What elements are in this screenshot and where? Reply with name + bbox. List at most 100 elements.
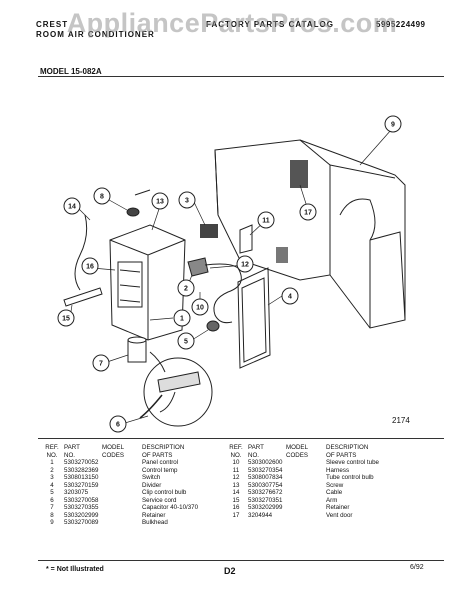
cell-desc: Arm [326, 496, 338, 504]
svg-text:9: 9 [391, 122, 395, 129]
cell-desc: Tube control bulb [326, 474, 374, 481]
callout-7: 7 [92, 354, 110, 372]
cell-part: 5303270159 [64, 481, 99, 489]
control-tube-drawing [204, 263, 242, 324]
cell-ref: 1 [50, 459, 54, 466]
cell-ref: 10 [232, 459, 240, 466]
callout-4: 4 [281, 287, 299, 305]
cell-code [286, 497, 326, 505]
cell-desc: Screw [326, 481, 344, 489]
cell-part: 5303270355 [64, 504, 99, 511]
cell-part: 5303270089 [64, 519, 99, 526]
cell-code [286, 482, 326, 490]
cell-ref: 2 [50, 466, 54, 474]
callout-12: 12 [236, 255, 254, 273]
cell-code [102, 512, 142, 520]
cell-desc: Vent door [326, 511, 353, 519]
cell-code [102, 467, 142, 475]
top-rule [38, 76, 444, 77]
svg-text:1: 1 [180, 316, 184, 323]
cell-part: 5303270052 [64, 459, 99, 466]
cell-ref: 14 [232, 489, 240, 496]
cell-desc: Service cord [142, 496, 177, 504]
cell-ref: 16 [232, 504, 240, 511]
cell-code [102, 519, 142, 527]
header-ref-right: REF.NO. [229, 444, 243, 459]
cell-part: 5308007834 [248, 474, 283, 481]
header-catalog-number: 5995224499 [376, 20, 426, 29]
svg-text:6: 6 [116, 422, 120, 429]
table-row: 7 5303270355 Capacitor 40-10/370 16 53032029… [40, 504, 408, 512]
cell-code [102, 474, 142, 482]
cell-code [286, 504, 326, 512]
cell-part: 3203075 [64, 489, 89, 496]
cable-end-drawing [134, 189, 151, 196]
cell-part: 5303276672 [248, 489, 283, 496]
cell-part: 5303270351 [248, 496, 283, 504]
callout-9: 9 [384, 115, 402, 133]
cell-ref: 8 [50, 511, 54, 519]
panel-control-drawing [109, 224, 186, 341]
cell-code [286, 467, 326, 475]
cell-part: 5303282369 [64, 466, 99, 474]
cell-ref: 7 [50, 504, 54, 511]
callout-8: 8 [93, 187, 111, 205]
cable-drawing [74, 214, 88, 291]
cell-part [248, 519, 286, 527]
cell-code [102, 504, 142, 512]
cell-desc: Switch [142, 474, 161, 481]
cell-part: 5303270354 [248, 466, 283, 474]
table-top-rule [38, 438, 444, 439]
svg-text:12: 12 [241, 262, 249, 269]
callout-16: 16 [81, 257, 99, 275]
callout-6: 6 [109, 415, 127, 433]
diagram-number: 2174 [392, 416, 410, 425]
cell-ref: 4 [50, 481, 54, 489]
svg-text:4: 4 [288, 294, 292, 301]
cell-desc: Capacitor 40-10/370 [142, 504, 199, 511]
svg-text:16: 16 [86, 264, 94, 271]
cell-part: 5303202999 [248, 504, 283, 511]
cell-code [286, 489, 326, 497]
svg-text:15: 15 [62, 316, 70, 323]
cell-desc: Retainer [142, 511, 166, 519]
thermostat-drawing [187, 257, 209, 277]
cell-desc: Clip control bulb [142, 489, 187, 496]
cell-code [286, 519, 326, 527]
cell-desc: Retainer [326, 504, 350, 511]
model-label: MODEL 15-082A [40, 67, 102, 76]
cell-ref: 17 [232, 511, 240, 519]
cell-code [286, 459, 326, 467]
callouts: 1 2 3 4 5 6 7 8 9 10 11 12 13 14 15 16 1… [57, 115, 402, 433]
cell-code [286, 512, 326, 520]
callout-2: 2 [177, 279, 195, 297]
cell-desc [326, 519, 408, 527]
cell-ref: 13 [232, 481, 240, 489]
svg-text:13: 13 [156, 199, 164, 206]
header-ref: REF.NO. [45, 444, 59, 459]
cell-desc: Panel control [142, 459, 179, 466]
cell-desc: Divider [142, 481, 162, 489]
header-catalog: FACTORY PARTS CATALOG [206, 20, 334, 29]
cell-desc: Bulkhead [142, 519, 168, 526]
cell-code [102, 482, 142, 490]
cell-part: 5303270058 [64, 496, 99, 504]
cell-part: 5300307754 [248, 481, 283, 489]
svg-text:2: 2 [184, 286, 188, 293]
callout-1: 1 [173, 309, 191, 327]
cell-ref: 11 [232, 466, 240, 474]
arm-drawing [63, 287, 103, 307]
